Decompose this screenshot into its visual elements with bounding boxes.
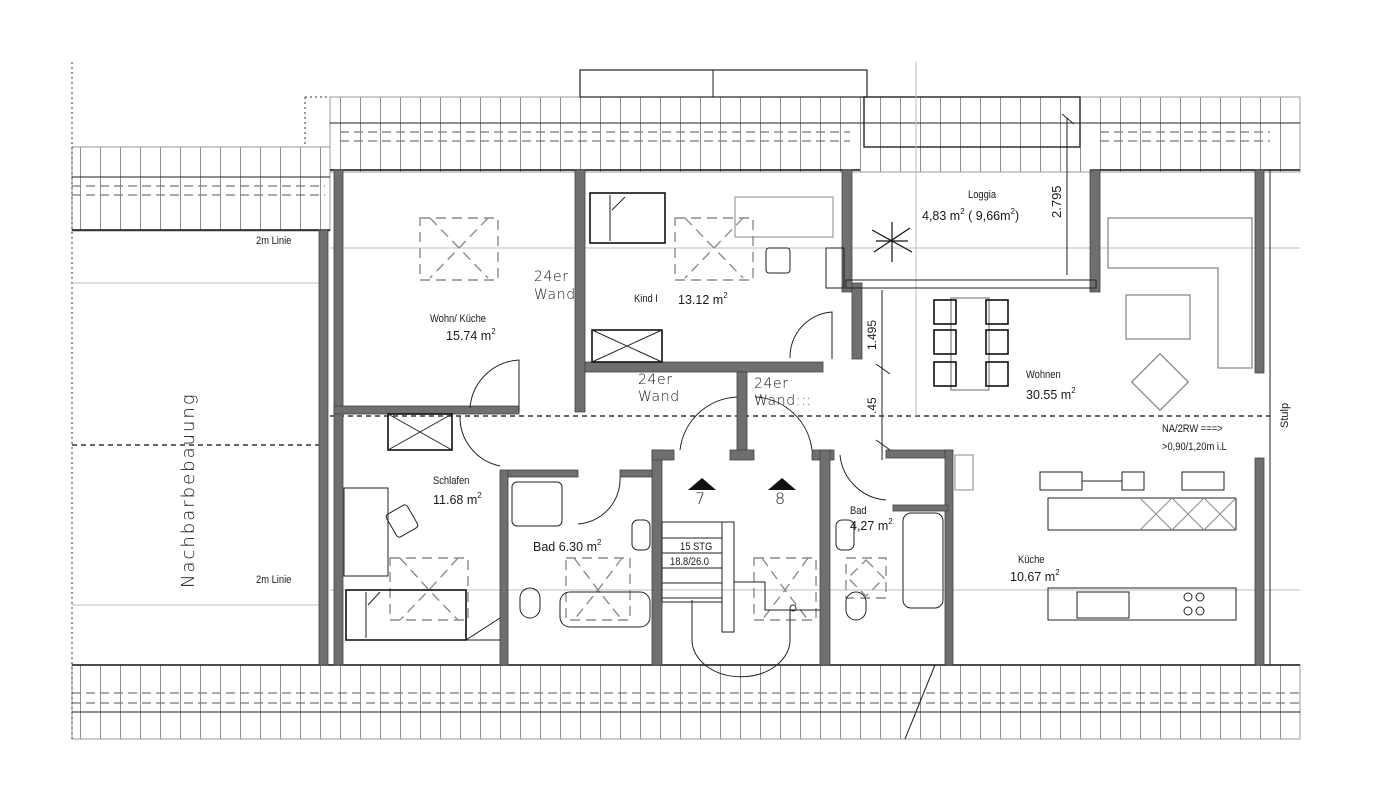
stulp-label: Stulp (1279, 402, 1291, 428)
stair-ratio-label: 18.8/26.0 (670, 556, 709, 568)
wall-note-2-line2: Wand (638, 389, 680, 405)
room-area-bad-2: 4,27 m2 (850, 517, 893, 533)
roof-eaves-top-left (71, 146, 331, 232)
escape-window-note-line1: NA/2RW ===> (1162, 423, 1223, 435)
room-label-kind: Kind I (634, 293, 658, 305)
neighbor-building-label: Nachbarbebauung (178, 392, 199, 588)
room-area-loggia: 4,83 m2 ( 9,66m2) (922, 207, 1020, 223)
roof-eaves-top (304, 96, 1301, 173)
stair-arrow-8 (768, 478, 796, 490)
stair-step-8: 8 (775, 489, 786, 508)
room-area-kind: 13.12 m2 (678, 291, 728, 307)
stair-arrow-7 (688, 478, 716, 490)
loggia-roof (863, 96, 1081, 148)
neighbor-building-outline (71, 62, 320, 740)
room-label-wohnen: Wohnen (1026, 369, 1061, 381)
room-label-kueche: Küche (1018, 554, 1045, 566)
two-meter-line-label-top: 2m Linie (256, 235, 292, 247)
wall-note-1-line2: Wand (534, 287, 576, 303)
room-label-loggia: Loggia (968, 189, 997, 201)
dimension-lines (875, 113, 1075, 460)
dimension-loggia-depth: 2.795 (1049, 185, 1064, 218)
roof-eaves-bottom (71, 664, 1301, 740)
stair-steps-label: 15 STG (680, 541, 713, 553)
room-label-bad-1: Bad 6.30 m2 (533, 538, 602, 554)
dimension-1-495: 1.495 (865, 319, 879, 350)
room-label-wohn-kueche: Wohn/ Küche (430, 313, 486, 325)
wall-note-2-line1: 24er (638, 372, 673, 388)
roof-windows (389, 217, 887, 621)
walls (318, 169, 1271, 666)
escape-window-note-line2: >0,90/1,20m i.L (1162, 441, 1227, 453)
doors (459, 311, 887, 525)
stair-step-7: 7 (695, 489, 706, 508)
dimension-045: .45 (865, 397, 879, 414)
room-area-wohn-kueche: 15.74 m2 (446, 327, 496, 343)
wall-note-3-line2: Wand::: (754, 393, 812, 409)
room-label-schlafen: Schlafen (433, 475, 470, 487)
room-area-wohnen: 30.55 m2 (1026, 386, 1076, 402)
wall-note-3-line1: 24er (754, 376, 789, 392)
wall-note-1-line1: 24er (534, 269, 569, 285)
room-area-schlafen: 11.68 m2 (433, 491, 482, 507)
furniture (343, 192, 1253, 678)
room-label-bad-2: Bad (850, 505, 867, 517)
room-area-kueche: 10.67 m2 (1010, 568, 1060, 584)
dormer-roof-top (579, 69, 868, 98)
two-meter-line-label-bottom: 2m Linie (256, 574, 292, 586)
